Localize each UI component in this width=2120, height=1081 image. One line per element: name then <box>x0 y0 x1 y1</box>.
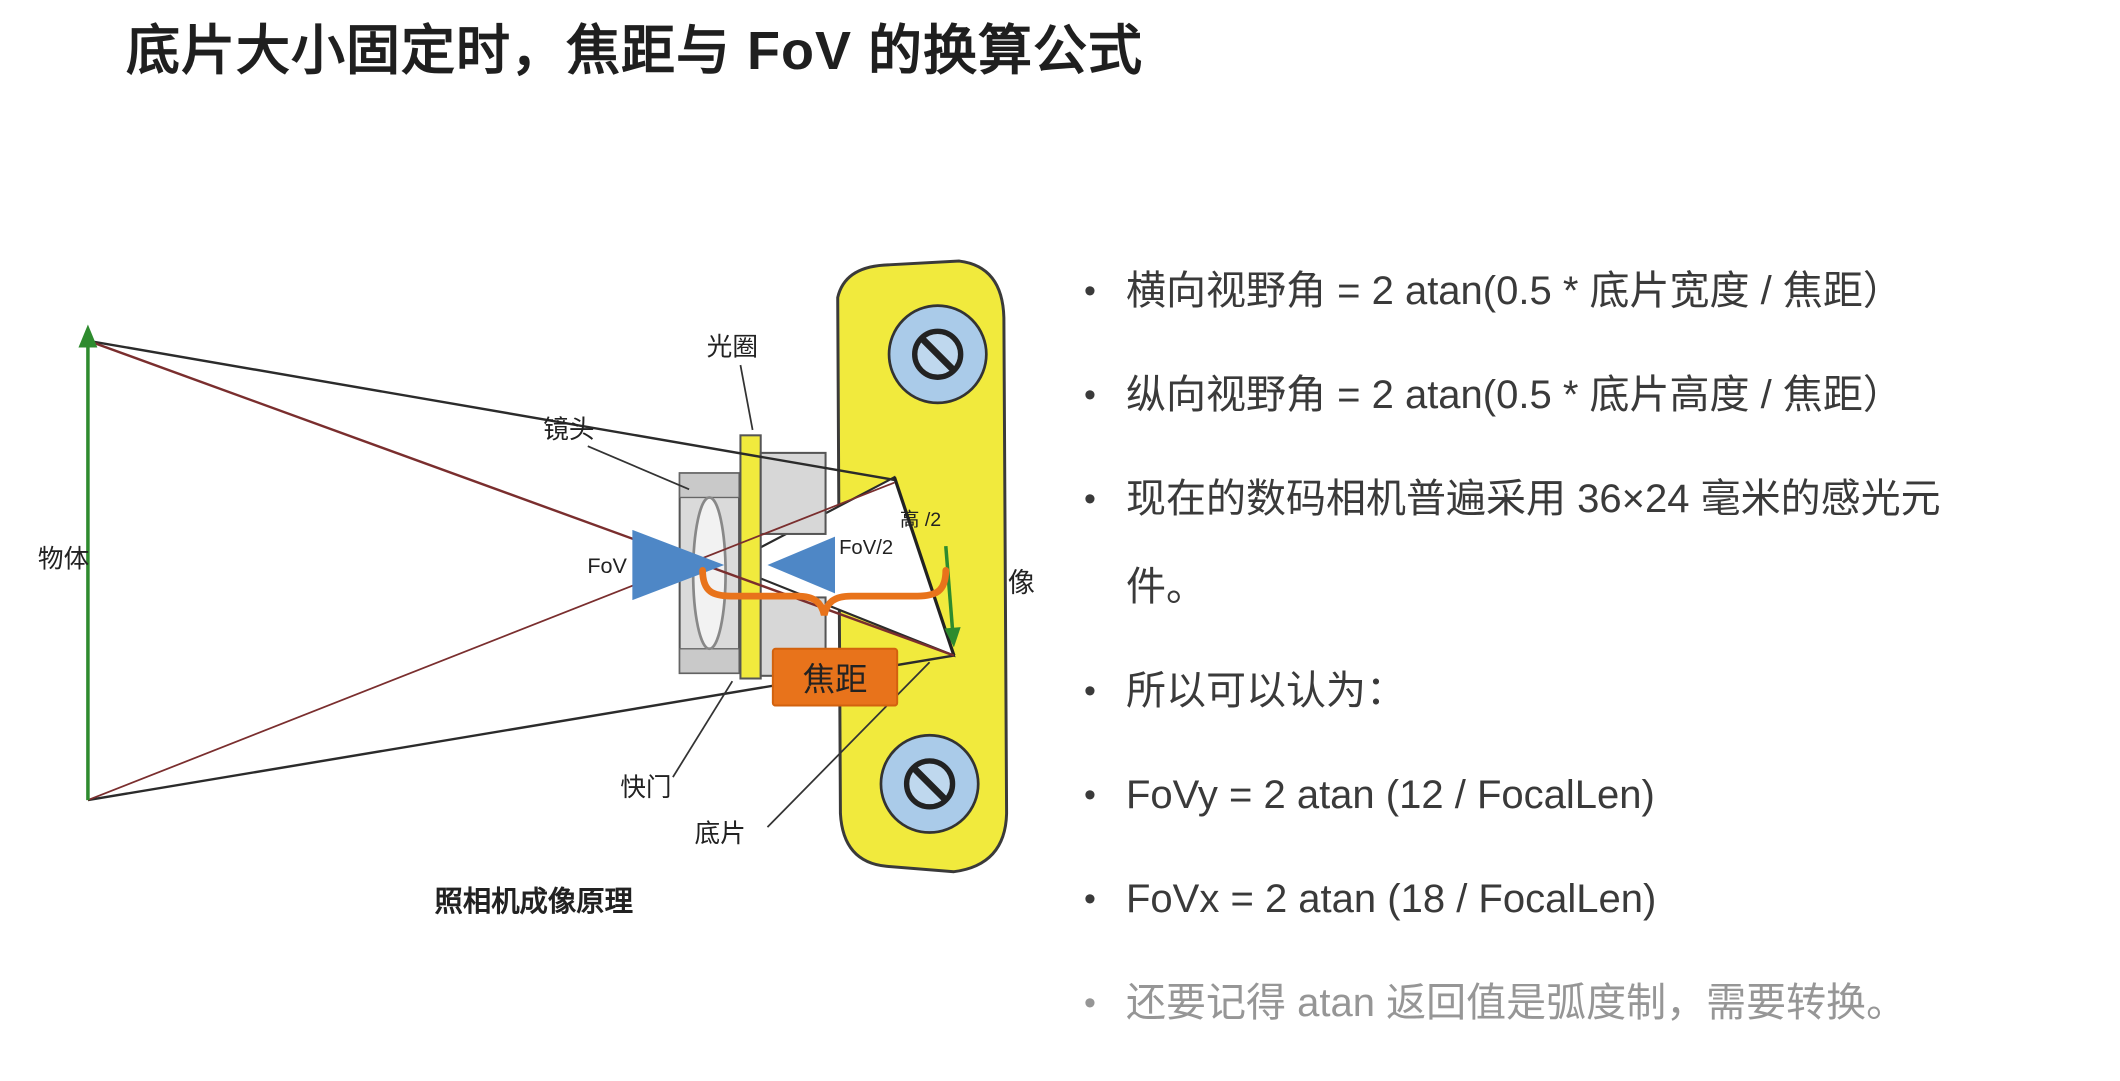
bullet-text: FoVx = 2 atan (18 / FocalLen) <box>1126 877 1657 921</box>
bullet-text: 横向视野角 = 2 atan(0.5 * 底片宽度 / 焦距） <box>1126 269 1903 313</box>
bullet-text: 现在的数码相机普遍采用 36×24 毫米的感光元 件。 <box>1126 477 1941 609</box>
bullet-marker: • <box>1084 984 1096 1022</box>
object-label: 物体 <box>38 545 89 574</box>
ray-top-edge <box>87 339 895 482</box>
page-title: 底片大小固定时，焦距与 FoV 的换算公式 <box>126 21 1143 81</box>
half-height-arrow-line <box>944 545 955 631</box>
bullet-marker: • <box>1084 272 1096 310</box>
front-plate <box>739 434 762 680</box>
bullet-item: • 所以可以认为： <box>1078 647 2092 735</box>
bullet-item: • 还要记得 atan 返回值是弧度制，需要转换。 <box>1078 959 2092 1047</box>
ray-center-diagonal <box>87 339 955 657</box>
half-height-arrow-head <box>944 627 961 648</box>
lens-holder-top <box>678 472 740 499</box>
shutter-label: 快门 <box>620 773 671 802</box>
film-plane-line <box>892 476 956 657</box>
fov-label: FoV <box>587 553 627 578</box>
bullet-item: • 横向视野角 = 2 atan(0.5 * 底片宽度 / 焦距） <box>1078 247 2092 335</box>
height-half-label: 高 /2 <box>900 509 941 531</box>
lens-label: 镜头 <box>543 415 594 444</box>
bullet-marker: • <box>1084 880 1096 918</box>
bullet-text: 还要记得 atan 返回值是弧度制，需要转换。 <box>1126 981 1907 1025</box>
screw-bottom-icon <box>879 733 980 834</box>
screw-top-slot <box>920 337 955 372</box>
bullet-marker: • <box>1084 672 1096 710</box>
aperture-leader-line <box>739 364 754 431</box>
bullet-list: • 横向视野角 = 2 atan(0.5 * 底片宽度 / 焦距） • 纵向视野… <box>1078 247 2092 1063</box>
object-arrow-head <box>78 324 98 348</box>
image-label: 像 <box>1008 568 1035 598</box>
bullet-item: • 纵向视野角 = 2 atan(0.5 * 底片高度 / 焦距） <box>1078 351 2092 439</box>
bullet-text: 所以可以认为： <box>1126 669 1406 713</box>
lens-leader-line <box>587 445 690 491</box>
film-leader-line <box>766 661 931 828</box>
fov-half-label: FoV/2 <box>839 537 893 559</box>
lens-holder-bottom <box>678 648 740 674</box>
bullet-item: • FoVx = 2 atan (18 / FocalLen) <box>1078 855 2092 943</box>
ray-lower-diagonal <box>87 481 895 801</box>
camera-diagram: 焦距 物体 镜头 光圈 FoV FoV/2 高 /2 像 快门 底片 照相机成像… <box>27 257 1054 946</box>
screw-top-icon <box>887 304 988 405</box>
bullet-item: • FoVy = 2 atan (12 / FocalLen) <box>1078 751 2092 839</box>
fov-cone-right <box>767 536 836 594</box>
fov-cone-left <box>632 529 725 601</box>
focal-brace <box>699 567 950 616</box>
camera-diagram-svg: 焦距 物体 镜头 光圈 FoV FoV/2 高 /2 像 快门 底片 照相机成像… <box>38 259 1035 918</box>
shutter-leader-line <box>672 680 734 778</box>
screw-bottom-slot <box>912 766 947 802</box>
bullet-marker: • <box>1084 376 1096 414</box>
film-label: 底片 <box>695 819 746 848</box>
aperture-label: 光圈 <box>707 333 758 362</box>
focal-length-box <box>771 647 899 707</box>
bullet-marker: • <box>1084 776 1096 814</box>
focal-length-label: 焦距 <box>803 662 868 698</box>
bullet-text: FoVy = 2 atan (12 / FocalLen) <box>1126 773 1655 817</box>
bullet-marker: • <box>1084 480 1096 518</box>
bullet-text: 纵向视野角 = 2 atan(0.5 * 底片高度 / 焦距） <box>1126 373 1903 417</box>
diagram-caption: 照相机成像原理 <box>434 886 633 918</box>
bullet-item: • 现在的数码相机普遍采用 36×24 毫米的感光元 件。 <box>1078 455 2092 631</box>
